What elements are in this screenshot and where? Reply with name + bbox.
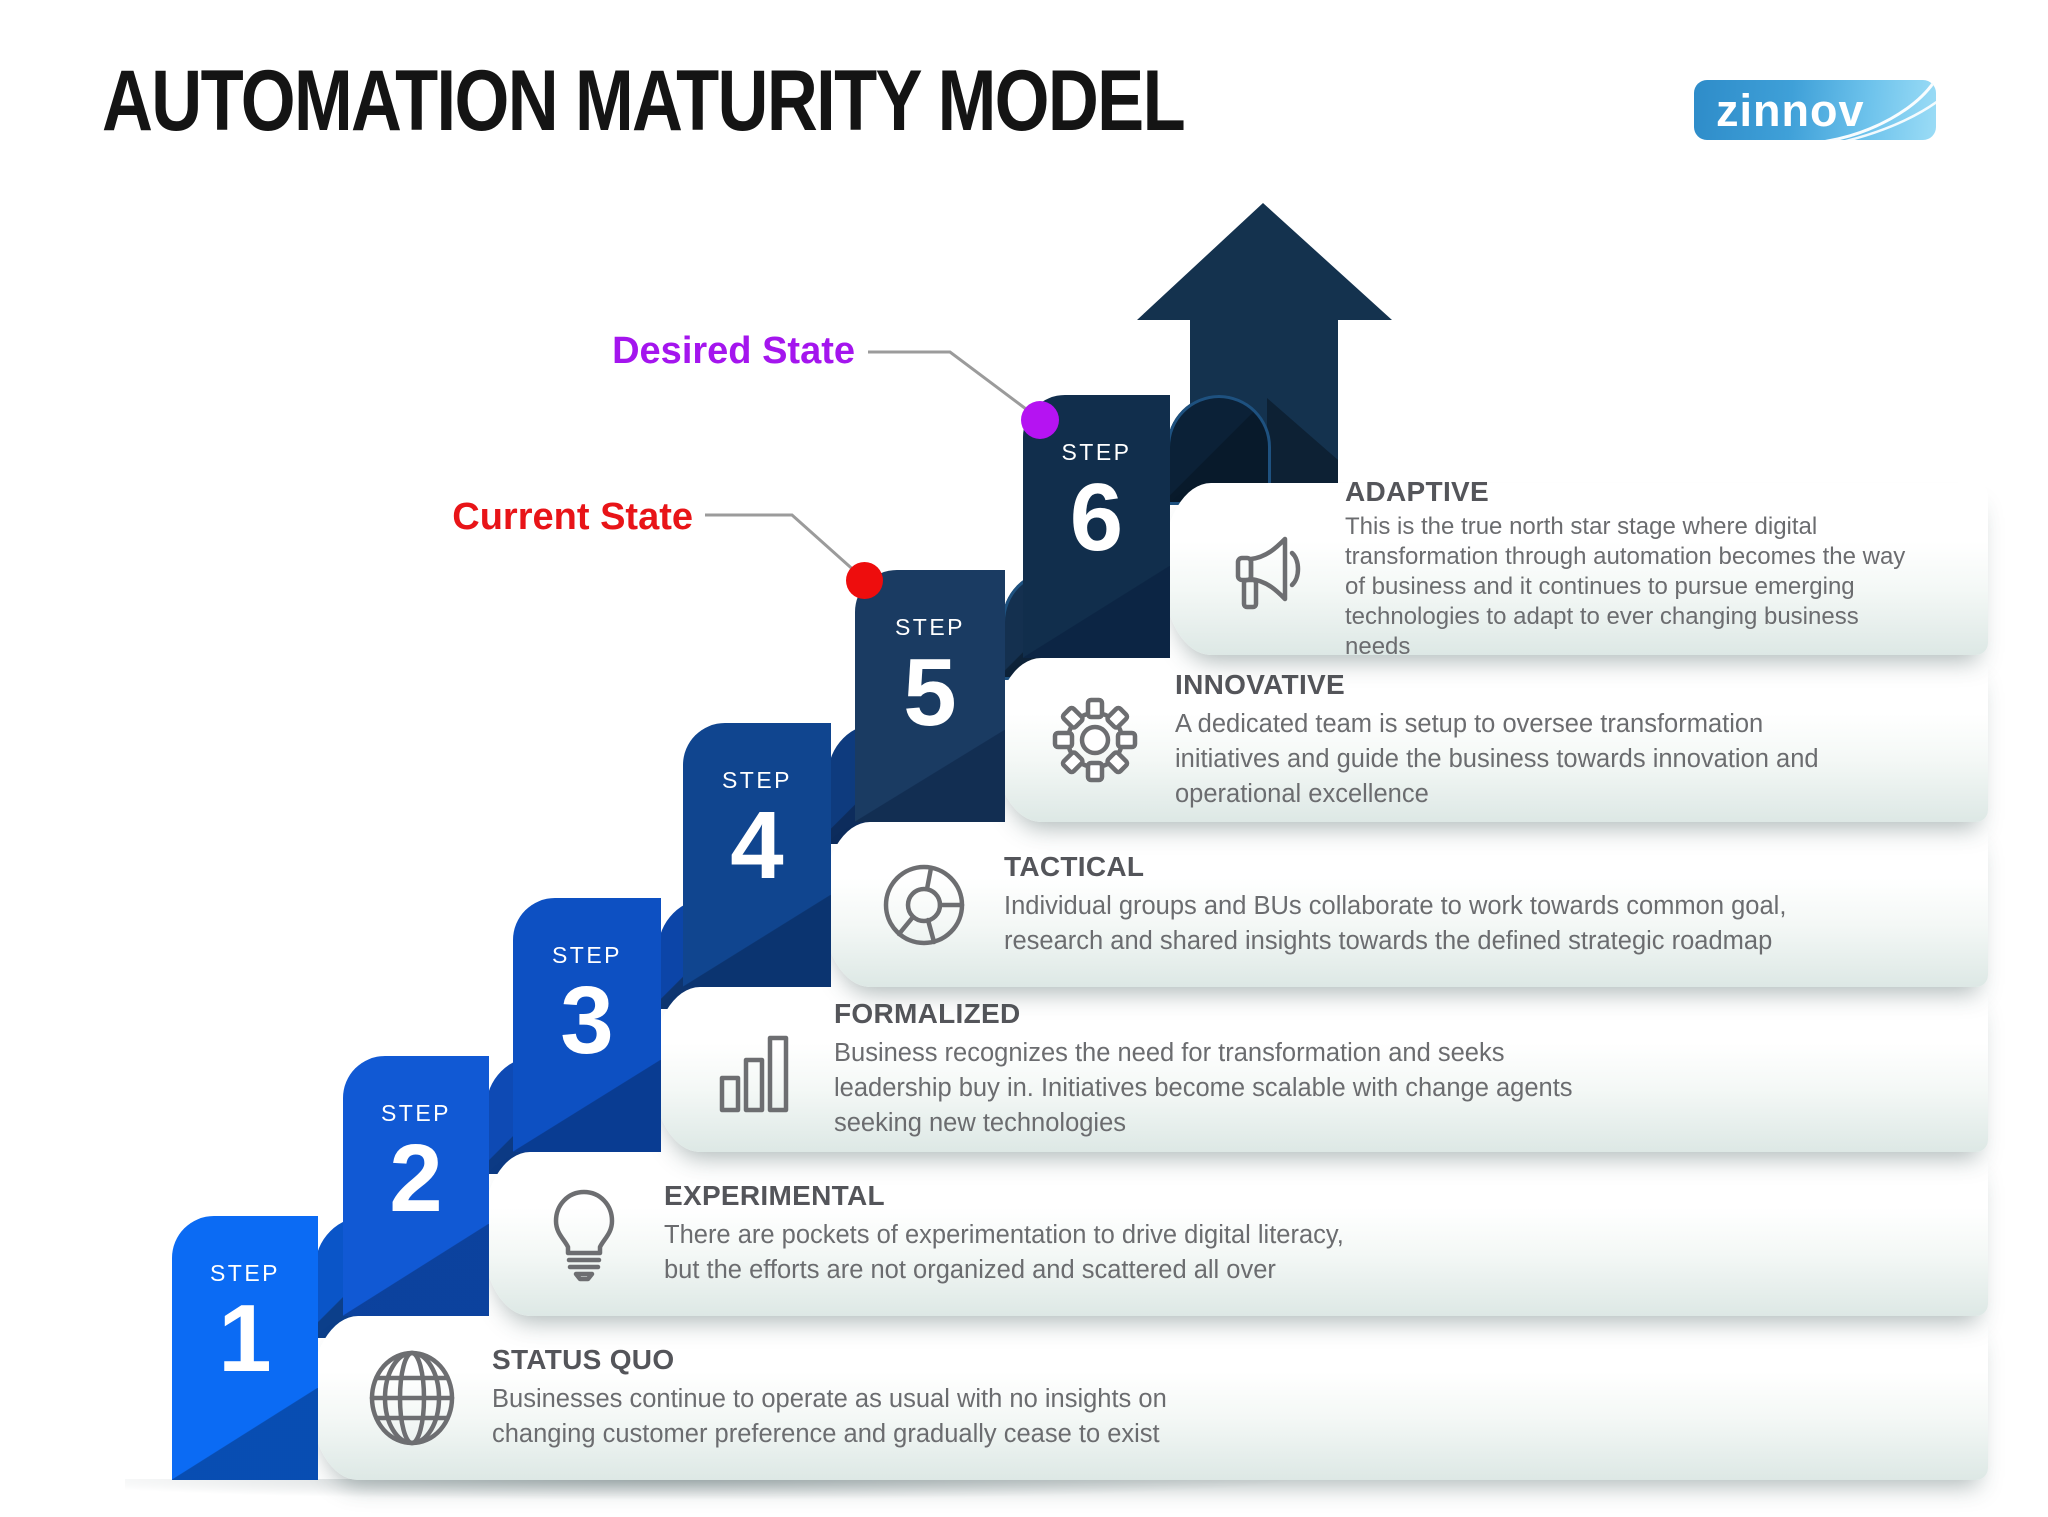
step-4-column: STEP 4 xyxy=(683,723,831,987)
stage-description: There are pockets of experimentation to … xyxy=(664,1221,1344,1284)
stage-row-tactical: TACTICAL Individual groups and BUs colla… xyxy=(822,822,1988,987)
step-number: 2 xyxy=(389,1125,443,1232)
desired-state-label: Desired State xyxy=(612,330,855,372)
stage-heading: EXPERIMENTAL xyxy=(664,1180,885,1211)
logo-swoosh-icon xyxy=(1824,81,1936,140)
step-2-column: STEP 2 xyxy=(343,1056,489,1316)
stage-row-formalized: FORMALIZED Business recognizes the need … xyxy=(652,987,1988,1152)
stage-heading: INNOVATIVE xyxy=(1175,668,1345,700)
step-5-column: STEP 5 xyxy=(855,570,1005,822)
page-title: AUTOMATION MATURITY MODEL xyxy=(102,53,1186,149)
step-number: 5 xyxy=(903,639,957,746)
step-word: STEP xyxy=(1061,439,1132,465)
gear-icon xyxy=(1045,690,1145,790)
step-number: 1 xyxy=(218,1285,272,1392)
stage-row-adaptive: ADAPTIVE This is the true north star sta… xyxy=(1163,476,1988,660)
stage-description: Businesses continue to operate as usual … xyxy=(492,1385,1167,1448)
step-word: STEP xyxy=(551,942,623,968)
stage-row-status-quo: STATUS QUO Businesses continue to operat… xyxy=(310,1316,1988,1480)
stage-row-innovative: INNOVATIVE A dedicated team is setup to … xyxy=(993,658,1988,822)
stage-description: Individual groups and BUs collaborate to… xyxy=(1004,891,1787,955)
bar-chart-icon xyxy=(704,1020,804,1120)
stage-description: This is the true north star stage where … xyxy=(1345,513,1906,660)
desired-state-dot xyxy=(1021,401,1059,439)
stage-heading: FORMALIZED xyxy=(834,998,1021,1029)
step-number: 3 xyxy=(560,967,614,1074)
lightbulb-icon xyxy=(534,1184,634,1284)
donut-chart-icon xyxy=(874,855,974,955)
zinnov-logo: zinnov xyxy=(1694,80,1936,140)
stage-heading: ADAPTIVE xyxy=(1345,476,1489,507)
current-state-dot xyxy=(846,562,883,599)
globe-icon xyxy=(362,1348,462,1448)
step-3-column: STEP 3 xyxy=(513,898,661,1152)
stage-description: A dedicated team is setup to oversee tra… xyxy=(1175,709,1819,808)
stage-heading: TACTICAL xyxy=(1004,850,1145,882)
step-word: STEP xyxy=(721,767,793,793)
step-word: STEP xyxy=(380,1100,452,1126)
logo-text: zinnov xyxy=(1716,85,1865,136)
current-state-label: Current State xyxy=(452,496,693,538)
step-number: 4 xyxy=(730,792,784,899)
step-6-column: STEP 6 xyxy=(1023,395,1170,658)
stage-heading: STATUS QUO xyxy=(492,1344,675,1375)
step-1-column: STEP 1 xyxy=(172,1216,318,1480)
stage-description: Business recognizes the need for transfo… xyxy=(834,1039,1573,1137)
ground-shadow xyxy=(125,1479,1655,1507)
step-number: 6 xyxy=(1069,464,1124,571)
megaphone-icon xyxy=(1215,519,1315,619)
step-word: STEP xyxy=(209,1260,281,1286)
step-word: STEP xyxy=(894,614,966,640)
stage-row-experimental: EXPERIMENTAL There are pockets of experi… xyxy=(482,1152,1988,1316)
